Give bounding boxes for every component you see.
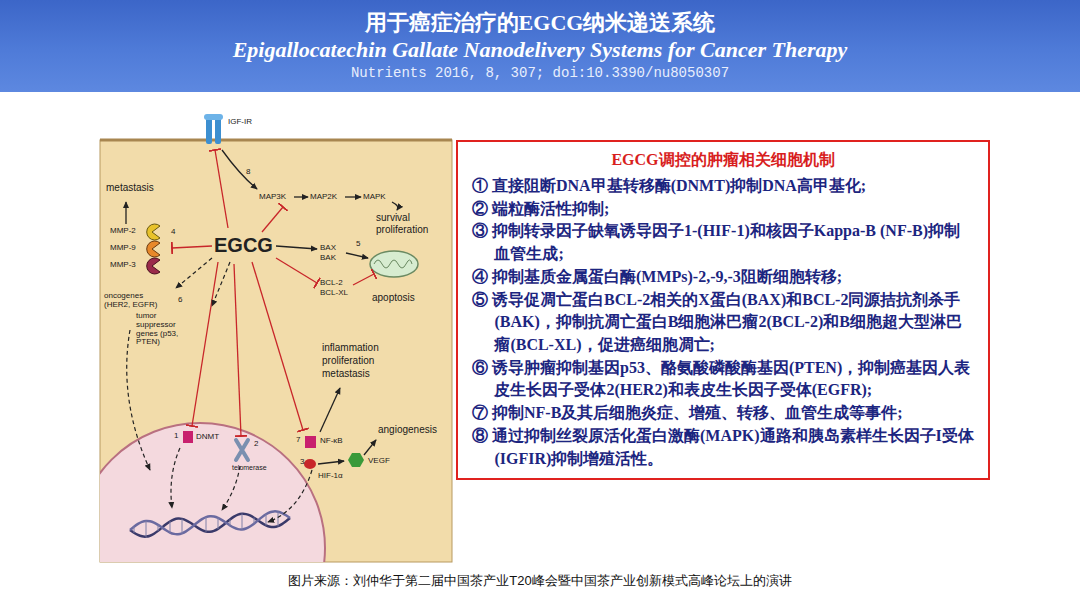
illustration-label: proliferation: [322, 355, 374, 366]
illustration-label: proliferation: [376, 224, 428, 235]
igf-receptor: [204, 114, 223, 144]
illustration-label: DNMT: [196, 433, 219, 442]
illustration-label: metastasis: [106, 182, 154, 193]
mechanism-item: ⑧ 通过抑制丝裂原活化蛋白激酶(MAPK)通路和胰岛素样生长因子I受体(IGFI…: [472, 425, 974, 470]
illustration-label: MMP-3: [110, 261, 136, 270]
dashed-arrows: [127, 258, 312, 522]
hif-icon: [304, 459, 316, 469]
box-heading: EGCG调控的肿瘤相关细胞机制: [472, 150, 974, 171]
illustration-label: MMP-9: [110, 244, 136, 253]
mechanism-item: ④ 抑制基质金属蛋白酶(MMPs)-2,-9,-3阻断细胞转移;: [472, 266, 974, 289]
illustration-label: EGCG: [214, 234, 273, 256]
illustration-label: MAPK: [363, 193, 386, 202]
illustration-label: tumor suppressor genes (p53, PTEN): [136, 312, 196, 347]
callout-number: 7: [296, 436, 300, 445]
telomerase-icon: [236, 440, 248, 460]
illustration-label: oncogenes (HER2, EGFR): [104, 292, 162, 310]
mechanism-item: ⑥ 诱导肿瘤抑制基因p53、酪氨酸磷酸酶基因(PTEN)，抑制癌基因人表皮生长因…: [472, 357, 974, 402]
dna-helix: [130, 511, 290, 536]
vegf-icon: [348, 453, 364, 467]
callout-number: 2: [254, 440, 258, 449]
callout-number: 1: [174, 432, 178, 441]
header-text: Nutrients 2016, 8, 307; doi:10.3390/nu80…: [351, 66, 729, 81]
mechanism-box: EGCG调控的肿瘤相关细胞机制 ① 直接阻断DNA甲基转移酶(DNMT)抑制DNA…: [456, 140, 990, 480]
mechanism-item: ⑤ 诱导促凋亡蛋白BCL-2相关的X蛋白(BAX)和BCL-2同源拮抗剂杀手(B…: [472, 289, 974, 357]
illustration-label: NF-κB: [320, 437, 343, 446]
illustration-label: BCL-2: [320, 279, 343, 288]
illustration-label: HIF-1α: [318, 472, 343, 481]
nucleus: [100, 423, 325, 562]
illustration-label: survival: [376, 212, 410, 223]
header-text: Epigallocatechin Gallate Nanodelivery Sy…: [233, 38, 848, 62]
illustration-label: MAP3K: [259, 193, 286, 202]
mitochondrion: [370, 251, 418, 277]
mechanism-item: ③ 抑制转录因子缺氧诱导因子1-(HIF-1)和核因子Kappa-B (NF-B…: [472, 220, 974, 265]
callout-number: 6: [178, 296, 182, 305]
dnmt-icon: [183, 431, 193, 443]
illustration-label: VEGF: [368, 457, 390, 466]
illustration-label: MMP-2: [110, 227, 136, 236]
illustration-label: BAK: [320, 254, 336, 263]
callout-number: 8: [246, 168, 250, 177]
nfkb-icon: [305, 436, 316, 448]
title: 用于癌症治疗的EGCG纳米递送系统: [0, 8, 1080, 38]
illustration-label: MAP2K: [310, 193, 337, 202]
illustration-label: IGF-IR: [228, 118, 252, 127]
illustration-label: angiogenesis: [378, 424, 437, 435]
pathway-lines: [126, 150, 398, 464]
mechanism-item: ② 端粒酶活性抑制;: [472, 198, 974, 221]
illustration-label: inflammation: [322, 342, 379, 353]
callout-number: 5: [356, 240, 360, 249]
caption: 图片来源：刘仲华于第二届中国茶产业T20峰会暨中国茶产业创新模式高峰论坛上的演讲: [0, 572, 1080, 590]
illustration-label: BCL-XL: [320, 289, 348, 298]
illustration-label: metastasis: [322, 368, 370, 379]
mechanism-item: ⑦ 抑制NF-B及其后细胞炎症、增殖、转移、血管生成等事件;: [472, 402, 974, 425]
callout-number: 3: [300, 458, 304, 467]
mechanism-item: ① 直接阻断DNA甲基转移酶(DNMT)抑制DNA高甲基化;: [472, 175, 974, 198]
illustration-label: BAX: [320, 244, 336, 253]
mmp-icons: [147, 224, 160, 274]
illustration-label: telomerase: [232, 464, 267, 472]
callout-number: 4: [171, 228, 175, 237]
illustration-label: apoptosis: [372, 292, 415, 303]
